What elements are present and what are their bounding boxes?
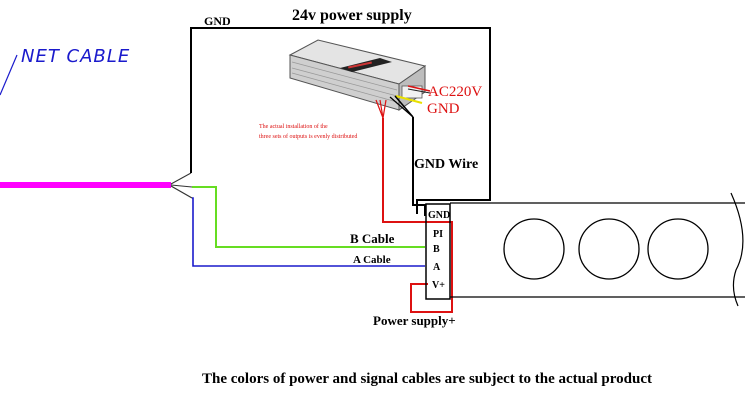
net-cable-pointer (0, 54, 18, 96)
ac-wire-dark (407, 88, 431, 94)
psu-out-red-1 (379, 99, 384, 119)
led-1 (503, 218, 565, 280)
pin-pi: PI (433, 229, 443, 240)
net-cable-fanout-a (170, 185, 193, 199)
b-cable-label: B Cable (350, 231, 395, 246)
pin-vplus: V+ (432, 280, 445, 291)
gnd-top-label: GND (204, 14, 231, 28)
gnd-wire (190, 27, 491, 214)
ac220v-label: AC220V (428, 84, 482, 100)
gnd-wire-psu (412, 117, 426, 216)
psu-out-black-2 (389, 96, 414, 118)
ac-wire-red (407, 85, 431, 92)
power-wire-red (382, 118, 453, 313)
net-cable-fanout-gnd (170, 172, 192, 185)
psu-out-black-1 (394, 95, 414, 118)
net-cable-fanout-b (170, 184, 193, 188)
led-3 (647, 218, 709, 280)
strip-break-curve (730, 192, 744, 307)
psu-out-red-2 (375, 99, 384, 119)
title: 24v power supply (292, 7, 412, 24)
pin-b: B (433, 244, 440, 255)
a-cable-label: A Cable (353, 254, 391, 266)
power-supply-plus-label: Power supply+ (373, 313, 456, 328)
net-cable-label: NET CABLE (21, 46, 130, 67)
install-note-line1: The actual installation of the (259, 123, 328, 130)
psu-out-red-3 (382, 99, 387, 119)
power-supply-unit (288, 39, 427, 111)
gnd-wire-label: GND Wire (414, 157, 478, 172)
pin-gnd: GND (428, 210, 450, 221)
psu-gnd-label: GND (427, 101, 460, 117)
connector-block (425, 203, 451, 300)
led-2 (578, 218, 640, 280)
gnd-wire-yellow (395, 95, 423, 104)
footer-note: The colors of power and signal cables ar… (202, 371, 652, 387)
pin-a: A (433, 262, 441, 273)
install-note-line2: three sets of outputs is evenly distribu… (259, 133, 357, 140)
a-cable (192, 197, 425, 267)
b-cable (192, 186, 425, 248)
